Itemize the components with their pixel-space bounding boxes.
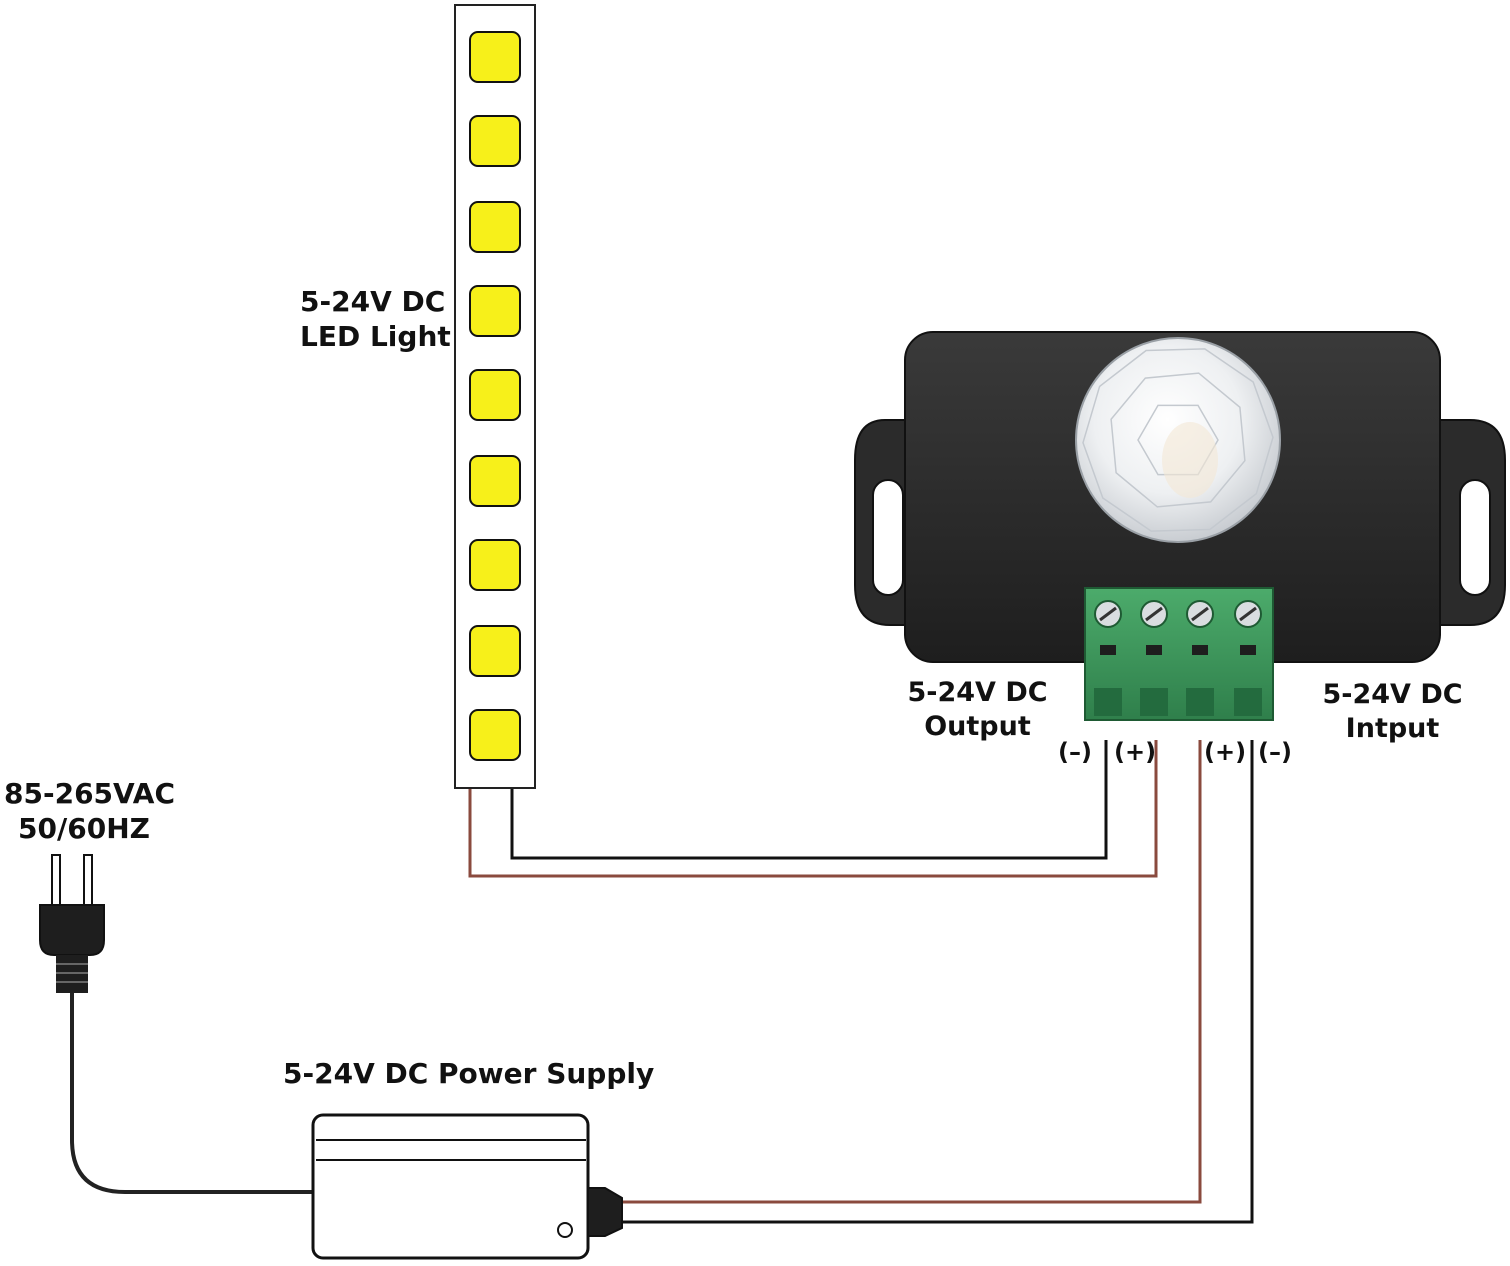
led-chip-3 xyxy=(469,201,521,253)
terminal-wire-slot-4 xyxy=(1234,688,1262,716)
terminal-clamp-2 xyxy=(1146,645,1162,655)
terminal-screw-slot-4 xyxy=(1239,606,1257,622)
led-light-label: 5-24V DC LED Light xyxy=(300,284,451,354)
input-label-line1: 5-24V DC xyxy=(1322,679,1463,710)
psu-indicator-led xyxy=(557,1222,573,1238)
dome-facet-ring-3 xyxy=(1082,348,1274,532)
terminal-wire-slot-3 xyxy=(1186,688,1214,716)
terminal-wire-slot-2 xyxy=(1140,688,1168,716)
led-light-label-line2: LED Light xyxy=(300,320,451,353)
terminal-clamp-3 xyxy=(1192,645,1208,655)
terminal-clamp-1 xyxy=(1100,645,1116,655)
ac-input-label-line1: 85-265VAC xyxy=(4,777,176,810)
wire-psu-negative xyxy=(620,740,1254,1224)
ac-input-label-line2: 50/60HZ xyxy=(18,812,150,845)
power-supply-label-text: 5-24V DC Power Supply xyxy=(283,1057,655,1090)
wires xyxy=(70,740,1254,1224)
mount-slot-right xyxy=(1459,479,1491,596)
led-chips xyxy=(469,31,521,761)
terminal-screw-slot-1 xyxy=(1099,606,1117,622)
psu-body xyxy=(311,1113,590,1260)
led-chip-4 xyxy=(469,285,521,337)
terminal-screw-slot-3 xyxy=(1191,606,1209,622)
led-strip xyxy=(454,4,536,789)
pir-dome-highlight xyxy=(1162,422,1218,498)
psu-output-connector xyxy=(587,1187,623,1237)
motion-sensor xyxy=(854,331,1506,721)
plug-head xyxy=(39,904,105,956)
output-label-line2: Output xyxy=(924,710,1031,742)
led-chip-6 xyxy=(469,455,521,507)
output-label: 5-24V DC Output xyxy=(905,676,1050,744)
power-supply xyxy=(311,1113,623,1260)
wire-led-negative xyxy=(510,740,1108,860)
plug-prong-left xyxy=(51,854,61,906)
output-label-line1: 5-24V DC xyxy=(907,677,1048,708)
terminal-output-positive: (+) xyxy=(1114,738,1157,766)
led-chip-1 xyxy=(469,31,521,83)
led-chip-2 xyxy=(469,115,521,167)
plug-prong-right xyxy=(83,854,93,906)
terminal-wire-slot-1 xyxy=(1094,688,1122,716)
power-supply-label: 5-24V DC Power Supply xyxy=(283,1056,654,1091)
terminal-input-positive: (+) xyxy=(1204,738,1247,766)
terminal-screws xyxy=(1094,600,1262,716)
led-chip-8 xyxy=(469,625,521,677)
wire-led-positive xyxy=(468,740,1158,878)
input-label-line2: Intput xyxy=(1345,712,1440,744)
terminal-screw-slot-2 xyxy=(1145,606,1163,622)
terminal-output-negative: (–) xyxy=(1058,738,1092,766)
mount-slot-left xyxy=(872,479,904,596)
wire-psu-positive xyxy=(620,740,1202,1204)
terminal-clamp-4 xyxy=(1240,645,1256,655)
input-label: 5-24V DC Intput xyxy=(1320,678,1465,746)
led-chip-5 xyxy=(469,369,521,421)
led-chip-7 xyxy=(469,539,521,591)
ac-plug xyxy=(39,854,105,993)
ac-cord xyxy=(70,990,316,1194)
ac-input-label: 85-265VAC 50/60HZ xyxy=(4,776,176,846)
dome-facet-ring-2 xyxy=(1110,372,1246,508)
led-light-label-line1: 5-24V DC xyxy=(300,285,446,318)
led-chip-9 xyxy=(469,709,521,761)
terminal-input-negative: (–) xyxy=(1258,738,1292,766)
